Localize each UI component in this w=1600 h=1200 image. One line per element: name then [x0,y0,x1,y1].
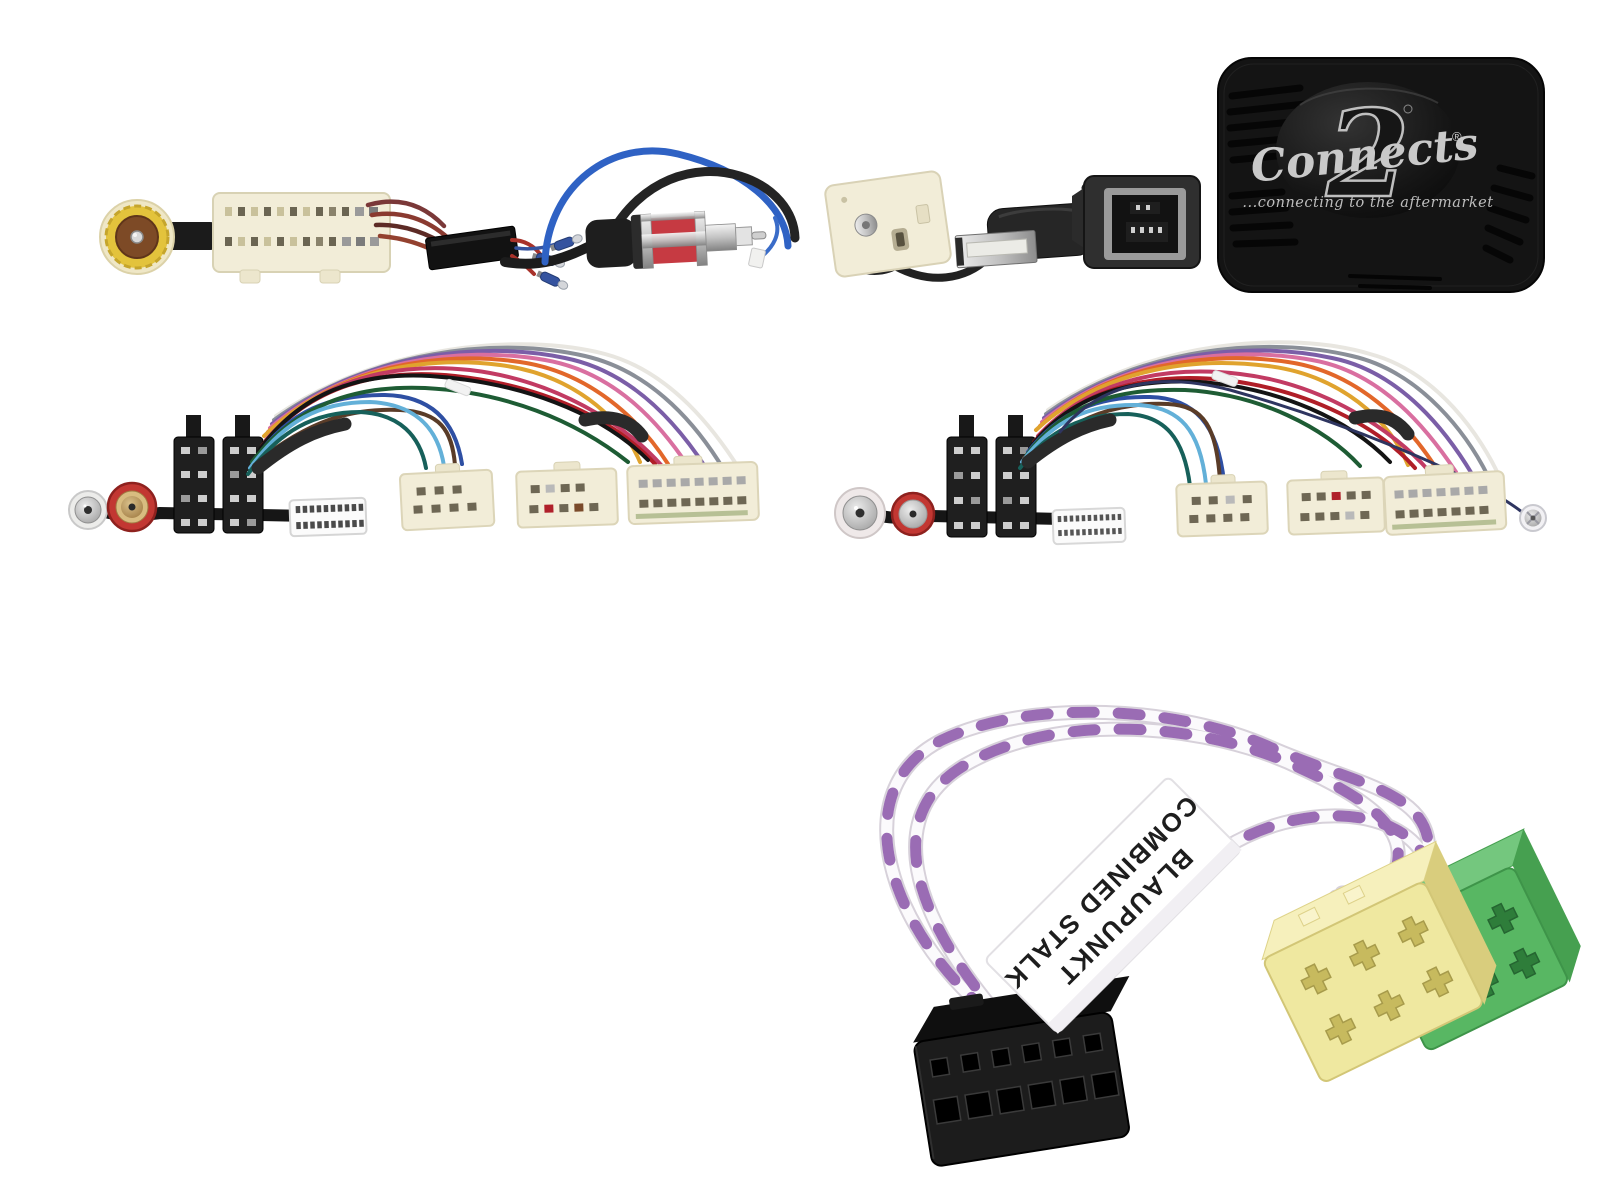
ribbed-grooves [1226,84,1536,264]
wire-bundle [246,342,742,476]
round-bayonet-connector [1519,504,1547,532]
din-antenna-plug [585,210,767,269]
cream-multiplug [1286,470,1386,536]
white-20pin-multiplug [288,496,368,538]
antenna-adapter-plug [824,170,992,282]
top-harness: 2 Connects ® ...connecting to the afterm… [99,57,1545,293]
cream-multiplug [398,462,496,532]
usb-a-plug [954,203,1094,269]
cable-stub [162,222,218,250]
left-patch-harness [68,342,760,538]
pin-grid [225,207,379,246]
white-24pin-multiplug [1051,506,1127,546]
cable-tie [1211,370,1239,387]
rca-plug-red [106,481,158,533]
blue-antenna-lead [541,147,792,266]
cream-multiplug [515,461,619,529]
iso-antenna-socket-yellow [99,199,218,275]
black-coax [500,241,595,269]
connects2-interface-box: 2 Connects ® ...connecting to the afterm… [1217,57,1545,293]
bullet-terminal [549,234,583,252]
cream-multiplug [1175,474,1269,538]
brand-tagline: ...connecting to the aftermarket [1242,195,1493,211]
usb-retention-socket [1072,175,1201,269]
rca-plug-white [68,490,108,530]
stalk-lead: BLAUPUNKT COMBINED STALK [879,704,1581,1167]
cream-24pin-multiplug [212,192,391,284]
molex-12pin-plug [913,975,1130,1167]
mini-iso-plug-yellow [1261,840,1497,1082]
iso-block [995,415,1037,538]
rca-plug-red [890,491,936,537]
iso-block [946,415,988,538]
bullet-terminal [536,270,569,290]
iso-block [173,415,215,534]
right-patch-harness [834,340,1547,546]
cable-tie [444,378,472,397]
wire-bundle [1018,340,1502,488]
rca-plug-white [834,487,886,539]
registered-symbol: ® [1452,129,1462,144]
cream-multiplug-wide [626,455,760,526]
gloss-oval [1276,82,1460,218]
cream-multiplug-wide [1382,464,1508,536]
brand-number: 2 [1325,84,1410,225]
black-cable-arc [605,166,800,243]
mini-white-connector [748,247,766,269]
registered-dot [1403,104,1413,114]
